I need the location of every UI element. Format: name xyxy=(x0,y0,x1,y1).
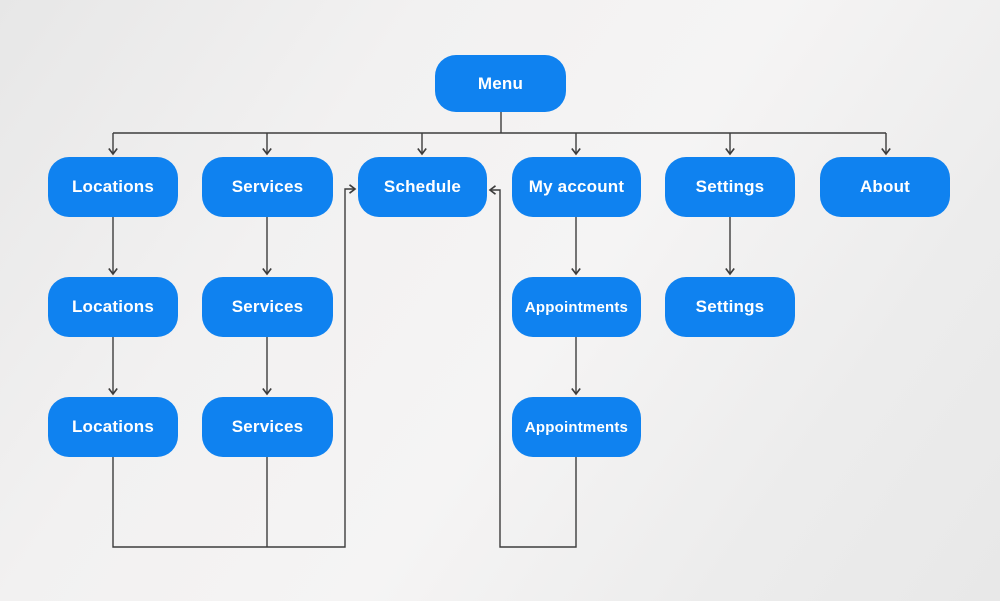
node-label: Locations xyxy=(71,417,155,436)
node-menu[interactable]: Menu xyxy=(435,55,566,112)
node-services-1[interactable]: Services xyxy=(202,157,333,217)
node-services-3[interactable]: Services xyxy=(202,397,333,457)
node-settings-1[interactable]: Settings xyxy=(665,157,795,217)
node-label: Services xyxy=(231,177,304,196)
node-label: Services xyxy=(231,417,304,436)
node-label: Settings xyxy=(695,297,765,316)
node-services-2[interactable]: Services xyxy=(202,277,333,337)
node-appointments-2[interactable]: Appointments xyxy=(512,397,641,457)
node-label: Settings xyxy=(695,177,765,196)
node-label: Locations xyxy=(71,297,155,316)
node-locations-3[interactable]: Locations xyxy=(48,397,178,457)
node-about[interactable]: About xyxy=(820,157,950,217)
node-my-account[interactable]: My account xyxy=(512,157,641,217)
node-label: About xyxy=(859,177,911,196)
node-label: My account xyxy=(528,177,625,196)
node-schedule[interactable]: Schedule xyxy=(358,157,487,217)
node-appointments-1[interactable]: Appointments xyxy=(512,277,641,337)
node-locations-2[interactable]: Locations xyxy=(48,277,178,337)
node-label: Locations xyxy=(71,177,155,196)
node-label: Menu xyxy=(477,73,524,93)
node-locations-1[interactable]: Locations xyxy=(48,157,178,217)
edge-locations-loop-to-schedule xyxy=(112,184,357,548)
node-label: Schedule xyxy=(383,177,462,196)
node-settings-2[interactable]: Settings xyxy=(665,277,795,337)
node-label: Services xyxy=(231,297,304,316)
node-label: Appointments xyxy=(524,298,629,316)
node-label: Appointments xyxy=(524,418,629,436)
edge-appointments-loop-to-schedule xyxy=(488,185,577,548)
